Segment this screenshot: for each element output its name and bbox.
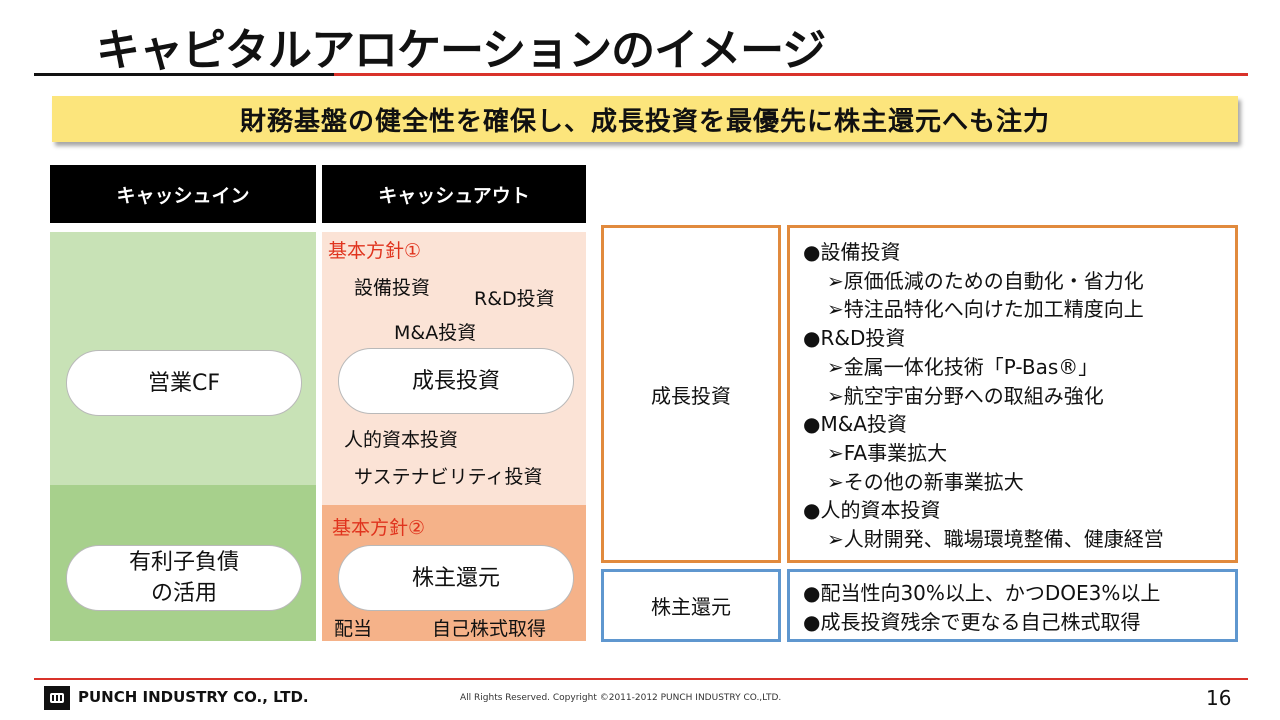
dividend-text: 配当: [334, 618, 373, 640]
company-logo-icon: [44, 686, 70, 710]
debt-label-line1: 有利子負債: [128, 550, 239, 575]
policy1-label: 基本方針①: [328, 240, 422, 262]
return-item: ●配当性向30%以上、かつDOE3%以上: [803, 581, 1161, 605]
growth-subitem: ➢FA事業拡大: [827, 440, 948, 465]
rnd-text: R&D投資: [474, 288, 555, 310]
debt-label-line2: の活用: [150, 581, 217, 606]
growth-category-label: 成長投資: [651, 383, 731, 408]
sustainability-text: サステナビリティ投資: [354, 466, 543, 488]
debt-pill: 有利子負債 の活用: [66, 545, 302, 611]
growth-item: ●R&D投資: [803, 326, 906, 351]
policy-banner: 財務基盤の健全性を確保し、成長投資を最優先に株主還元へも注力: [52, 96, 1238, 142]
return-detail-list: ●配当性向30%以上、かつDOE3%以上 ●成長投資残余で更なる自己株式取得: [803, 579, 1235, 636]
header-cash-out: キャッシュアウト: [322, 165, 586, 223]
title-underline-black: [34, 73, 334, 76]
policy2-label: 基本方針②: [332, 517, 426, 539]
growth-subitem: ➢金属一体化技術「P-Bas®」: [827, 354, 1099, 379]
header-cash-out-label: キャッシュアウト: [378, 184, 530, 207]
growth-subitem: ➢原価低減のための自動化・省力化: [827, 268, 1144, 293]
operating-cf-pill: 営業CF: [66, 350, 302, 416]
header-cash-in: キャッシュイン: [50, 165, 316, 223]
company-name: PUNCH INDUSTRY CO., LTD.: [78, 688, 309, 706]
return-item: ●成長投資残余で更なる自己株式取得: [803, 609, 1141, 634]
return-category-box: 株主還元: [601, 569, 781, 642]
growth-detail-list: ●設備投資 ➢原価低減のための自動化・省力化 ➢特注品特化へ向けた加工精度向上 …: [803, 238, 1235, 554]
growth-subitem: ➢人財開発、職場環境整備、健康経営: [827, 527, 1164, 552]
header-cash-in-label: キャッシュイン: [116, 184, 250, 207]
shareholder-return-pill: 株主還元: [338, 545, 574, 611]
copyright-notice: All Rights Reserved. Copyright ©2011-201…: [460, 693, 782, 703]
return-category-label: 株主還元: [651, 595, 731, 619]
slide-title: キャピタルアロケーションのイメージ: [96, 25, 826, 76]
mna-text: M&A投資: [394, 322, 477, 344]
growth-item: ●M&A投資: [803, 412, 907, 437]
human-capital-text: 人的資本投資: [344, 429, 459, 451]
growth-detail-box: ●設備投資 ➢原価低減のための自動化・省力化 ➢特注品特化へ向けた加工精度向上 …: [787, 225, 1238, 563]
growth-investment-pill: 成長投資: [338, 348, 574, 414]
capex-text: 設備投資: [354, 277, 431, 299]
growth-subitem: ➢その他の新事業拡大: [827, 469, 1024, 494]
page-number: 16: [1206, 686, 1232, 710]
footer-rule: [34, 678, 1248, 680]
buyback-text: 自己株式取得: [432, 618, 547, 640]
growth-category-box: 成長投資: [601, 225, 781, 563]
growth-investment-label: 成長投資: [411, 368, 500, 394]
growth-item: ●人的資本投資: [803, 498, 941, 523]
shareholder-return-label: 株主還元: [411, 565, 500, 591]
growth-subitem: ➢航空宇宙分野への取組み強化: [827, 383, 1104, 408]
growth-item: ●設備投資: [803, 240, 901, 264]
growth-subitem: ➢特注品特化へ向けた加工精度向上: [827, 297, 1144, 322]
policy-banner-text: 財務基盤の健全性を確保し、成長投資を最優先に株主還元へも注力: [239, 106, 1050, 137]
title-underline-red: [334, 73, 1248, 76]
operating-cf-label: 営業CF: [147, 370, 221, 396]
return-detail-box: ●配当性向30%以上、かつDOE3%以上 ●成長投資残余で更なる自己株式取得: [787, 569, 1238, 642]
